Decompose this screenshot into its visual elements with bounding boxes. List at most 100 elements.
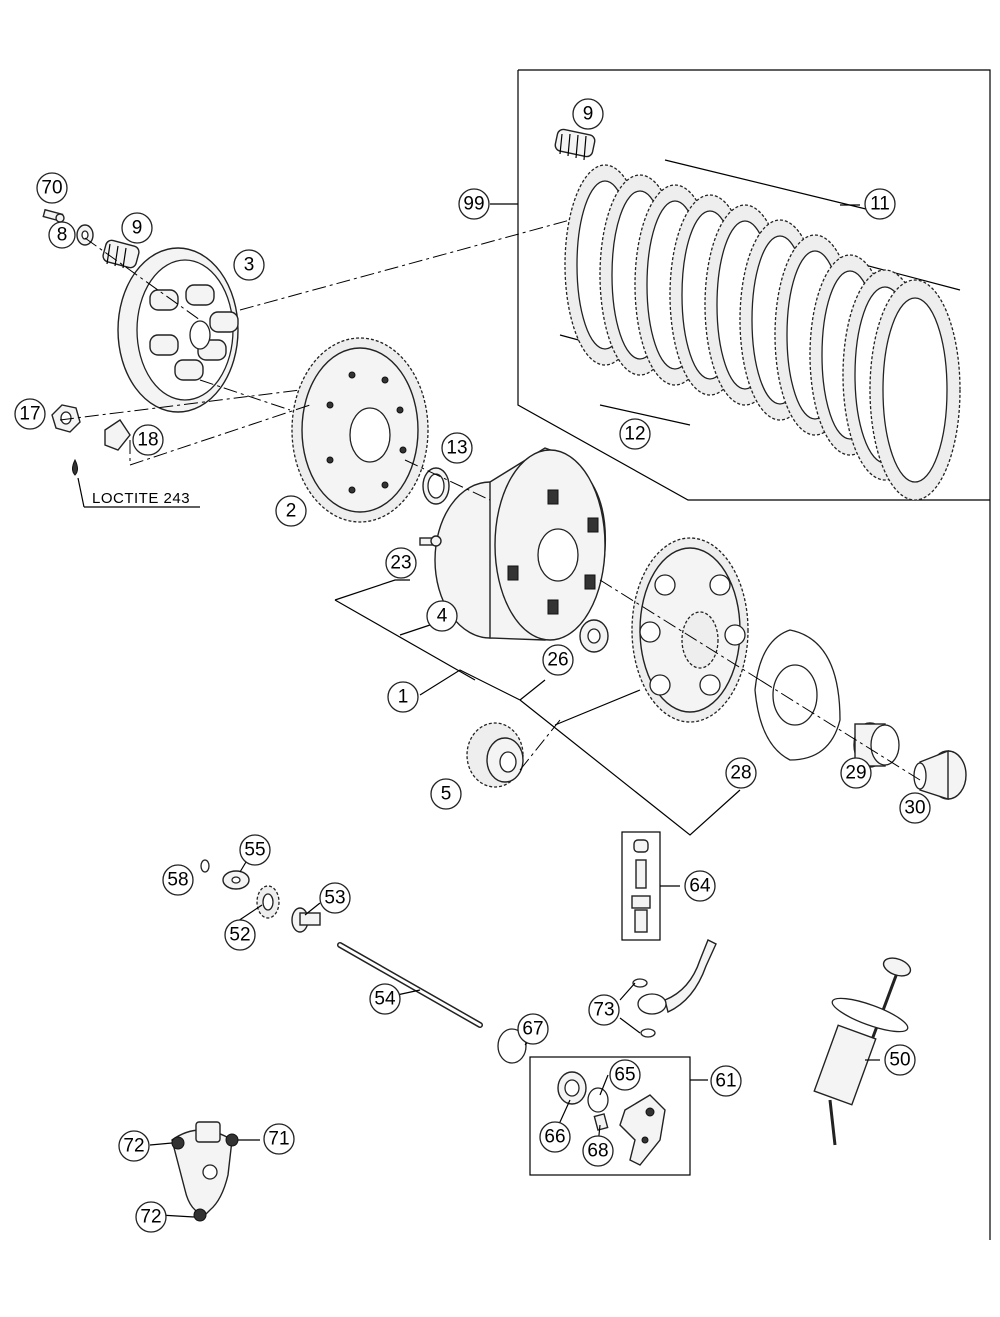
callout-50: 50 [884, 1044, 916, 1076]
pressure-piece-53 [291, 907, 321, 933]
bushing-26 [579, 619, 609, 653]
bleed-screw-set-64 [621, 831, 661, 941]
callout-72-top: 72 [118, 1130, 150, 1162]
svg-text:58: 58 [167, 870, 188, 891]
washer-55 [222, 870, 250, 890]
screw-70 [42, 208, 65, 223]
washer-13 [422, 467, 450, 505]
svg-text:11: 11 [870, 194, 890, 215]
clutch-spring-top [554, 128, 596, 161]
primary-gear [631, 537, 749, 723]
washer-8 [76, 224, 94, 246]
svg-text:72: 72 [140, 1207, 161, 1228]
circlip-58 [200, 859, 210, 873]
callout-54: 54 [369, 983, 401, 1015]
svg-text:18: 18 [137, 430, 158, 451]
callout-18: 18 [132, 424, 164, 456]
pressure-cap-3 [117, 247, 239, 413]
svg-text:71: 71 [268, 1129, 289, 1150]
svg-text:8: 8 [57, 225, 68, 246]
svg-text:17: 17 [19, 404, 40, 425]
bushing-30 [913, 749, 967, 800]
callout-73: 73 [588, 994, 620, 1026]
svg-text:54: 54 [374, 989, 396, 1010]
svg-text:73: 73 [593, 1000, 614, 1021]
svg-text:68: 68 [587, 1141, 608, 1162]
svg-text:2: 2 [286, 501, 297, 522]
svg-text:72: 72 [123, 1136, 144, 1157]
svg-text:26: 26 [547, 650, 568, 671]
svg-text:99: 99 [463, 194, 484, 215]
syringe-50 [813, 957, 912, 1146]
gear-5 [466, 722, 524, 788]
callout-70: 70 [36, 172, 68, 204]
svg-text:61: 61 [715, 1071, 736, 1092]
clutch-hub-2 [291, 337, 429, 523]
callout-23: 23 [385, 547, 417, 579]
callout-9-frame: 9 [572, 98, 604, 130]
svg-text:29: 29 [845, 763, 866, 784]
callout-1: 1 [387, 681, 419, 713]
svg-text:3: 3 [244, 255, 255, 276]
svg-text:1: 1 [398, 687, 409, 708]
callout-52: 52 [224, 919, 256, 951]
callout-68: 68 [582, 1135, 614, 1167]
callout-11: 11 [864, 188, 896, 220]
lock-washer-18 [104, 419, 131, 451]
callout-99: 99 [458, 188, 490, 220]
svg-text:50: 50 [889, 1050, 910, 1071]
clutch-basket-4 [434, 447, 607, 641]
callout-9: 9 [121, 212, 153, 244]
callout-29: 29 [840, 757, 872, 789]
svg-text:65: 65 [614, 1065, 635, 1086]
thrust-disc-28 [754, 629, 841, 761]
svg-text:30: 30 [904, 798, 925, 819]
callout-8: 8 [48, 221, 76, 249]
callout-53: 53 [319, 882, 351, 914]
loctite-drop [72, 458, 78, 476]
callout-4: 4 [426, 600, 458, 632]
callout-5: 5 [430, 778, 462, 810]
svg-text:13: 13 [446, 438, 467, 459]
plate-pack-frame [490, 69, 991, 1240]
callout-66: 66 [539, 1121, 571, 1153]
push-rod-54 [337, 942, 483, 1028]
thrust-bearing-52 [256, 885, 280, 919]
callout-67: 67 [517, 1013, 549, 1045]
slave-cylinder-set-61 [529, 1056, 708, 1176]
callout-55: 55 [239, 834, 271, 866]
screw-23 [419, 535, 442, 547]
callout-71: 71 [263, 1123, 295, 1155]
callout-28: 28 [725, 757, 757, 789]
o-ring-67 [497, 1028, 527, 1064]
hydraulic-line [619, 939, 717, 1038]
svg-text:52: 52 [229, 925, 250, 946]
nut-17 [51, 404, 81, 433]
svg-text:12: 12 [624, 424, 645, 445]
svg-text:23: 23 [390, 553, 411, 574]
svg-text:66: 66 [544, 1127, 565, 1148]
spring-9 [102, 239, 140, 269]
callout-2: 2 [275, 495, 307, 527]
assembly-leaders [59, 219, 921, 836]
svg-text:28: 28 [730, 763, 751, 784]
callout-65: 65 [609, 1059, 641, 1091]
callout-30: 30 [899, 792, 931, 824]
callout-17: 17 [14, 398, 46, 430]
svg-text:9: 9 [132, 218, 143, 239]
clutch-plate-stack [559, 159, 961, 501]
svg-text:53: 53 [324, 888, 345, 909]
loctite-note: LOCTITE 243 [92, 490, 190, 507]
callout-12: 12 [619, 418, 651, 450]
callout-3: 3 [233, 249, 265, 281]
svg-text:4: 4 [437, 606, 448, 627]
needle-bearing-29 [853, 722, 900, 768]
callout-26: 26 [542, 644, 574, 676]
svg-text:67: 67 [522, 1019, 543, 1040]
callout-64: 64 [684, 870, 716, 902]
svg-text:55: 55 [244, 840, 265, 861]
callout-61: 61 [710, 1065, 742, 1097]
callout-58: 58 [162, 864, 194, 896]
callout-13: 13 [441, 432, 473, 464]
